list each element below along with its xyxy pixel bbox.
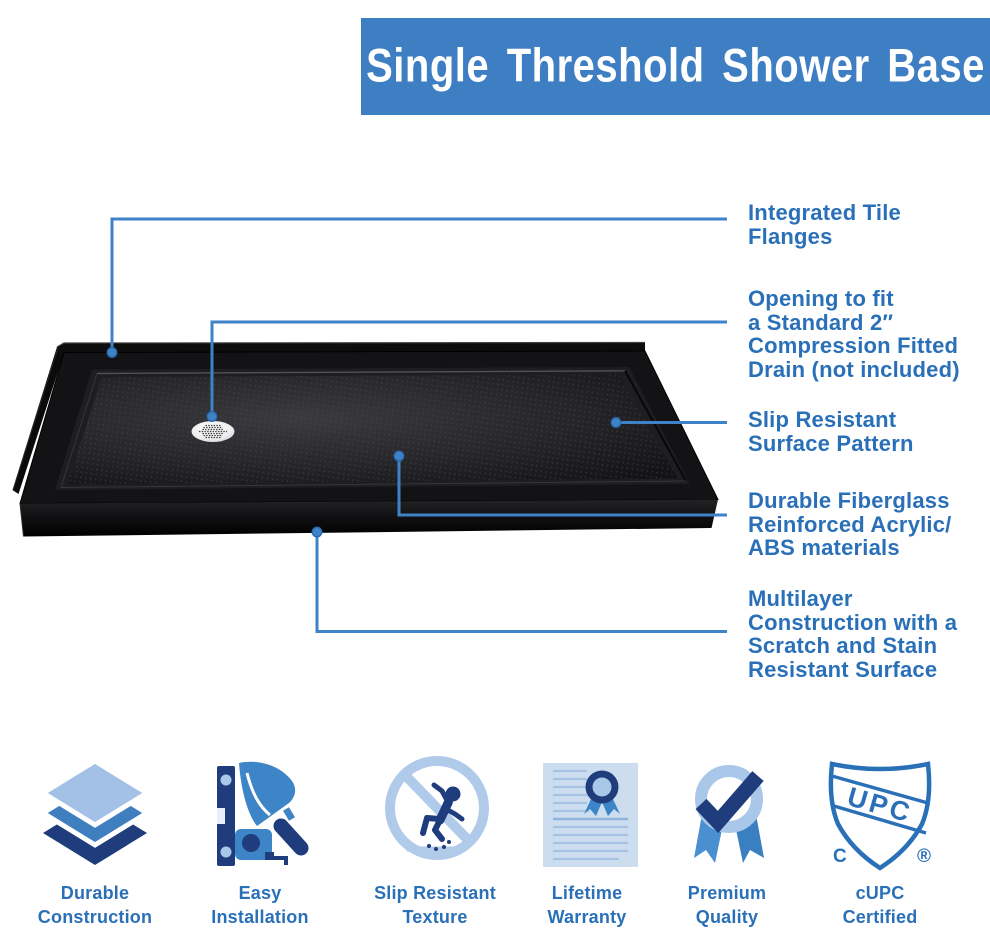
certificate-icon — [543, 763, 638, 867]
callout-dot-drain-opening — [206, 411, 218, 422]
callout-lines — [110, 217, 727, 633]
feature-label: Slip Resistant Texture — [374, 883, 496, 927]
feature-label: cUPC Certified — [842, 883, 918, 927]
callout-line-drain-opening — [210, 320, 727, 417]
base-front-face — [20, 499, 718, 537]
feature-premium-quality: Premium Quality — [642, 753, 812, 929]
feature-slip-resistant-texture: Slip Resistant Texture — [350, 753, 520, 929]
cupc-shield-icon: UPC C ® — [828, 761, 932, 871]
callout-dot-tile-flanges — [106, 347, 118, 358]
tile-flange-lip — [12, 341, 646, 494]
callout-dots — [106, 347, 622, 538]
callout-label-slip-surface: Slip Resistant Surface Pattern — [748, 407, 914, 456]
drain — [191, 421, 235, 442]
callout-line-multilayer — [315, 532, 727, 633]
base-floor — [67, 374, 678, 485]
shower-base-illustration — [12, 217, 727, 633]
callout-label-materials: Durable Fiberglass Reinforced Acrylic/ A… — [748, 488, 952, 560]
feature-label: Easy Installation — [211, 883, 309, 927]
no-slip-icon — [385, 756, 489, 860]
ribbon-check-icon — [694, 765, 764, 863]
feature-label: Lifetime Warranty — [547, 883, 627, 927]
feature-cupc-certified: UPC C ® cUPC Certified — [795, 753, 965, 929]
feature-label: Premium Quality — [687, 883, 767, 927]
title-banner: Single Threshold Shower Base — [361, 18, 990, 115]
callout-dot-materials — [393, 450, 405, 462]
feature-easy-installation: Easy Installation — [175, 753, 345, 929]
callout-label-multilayer: Multilayer Construction with a Scratch a… — [748, 586, 958, 682]
callout-label-tile-flanges: Integrated Tile Flanges — [748, 200, 901, 249]
layers-icon — [38, 758, 152, 865]
callout-line-materials — [397, 456, 727, 517]
feature-label: Durable Construction — [37, 883, 153, 927]
page-title: Single Threshold Shower Base — [366, 39, 985, 92]
callout-dot-multilayer — [311, 526, 323, 538]
feature-lifetime-warranty: Lifetime Warranty — [502, 753, 672, 929]
tools-icon — [217, 761, 309, 866]
shield-c-text: C — [833, 846, 847, 867]
shield-registered-text: ® — [917, 846, 931, 867]
feature-durable-construction: Durable Construction — [10, 753, 180, 929]
callout-label-drain-opening: Opening to fit a Standard 2″ Compression… — [748, 286, 960, 382]
callout-dot-slip-surface — [610, 417, 622, 428]
callout-line-tile-flanges — [110, 217, 727, 352]
slipping-person — [420, 782, 465, 851]
base-bevel-highlights — [60, 370, 687, 488]
